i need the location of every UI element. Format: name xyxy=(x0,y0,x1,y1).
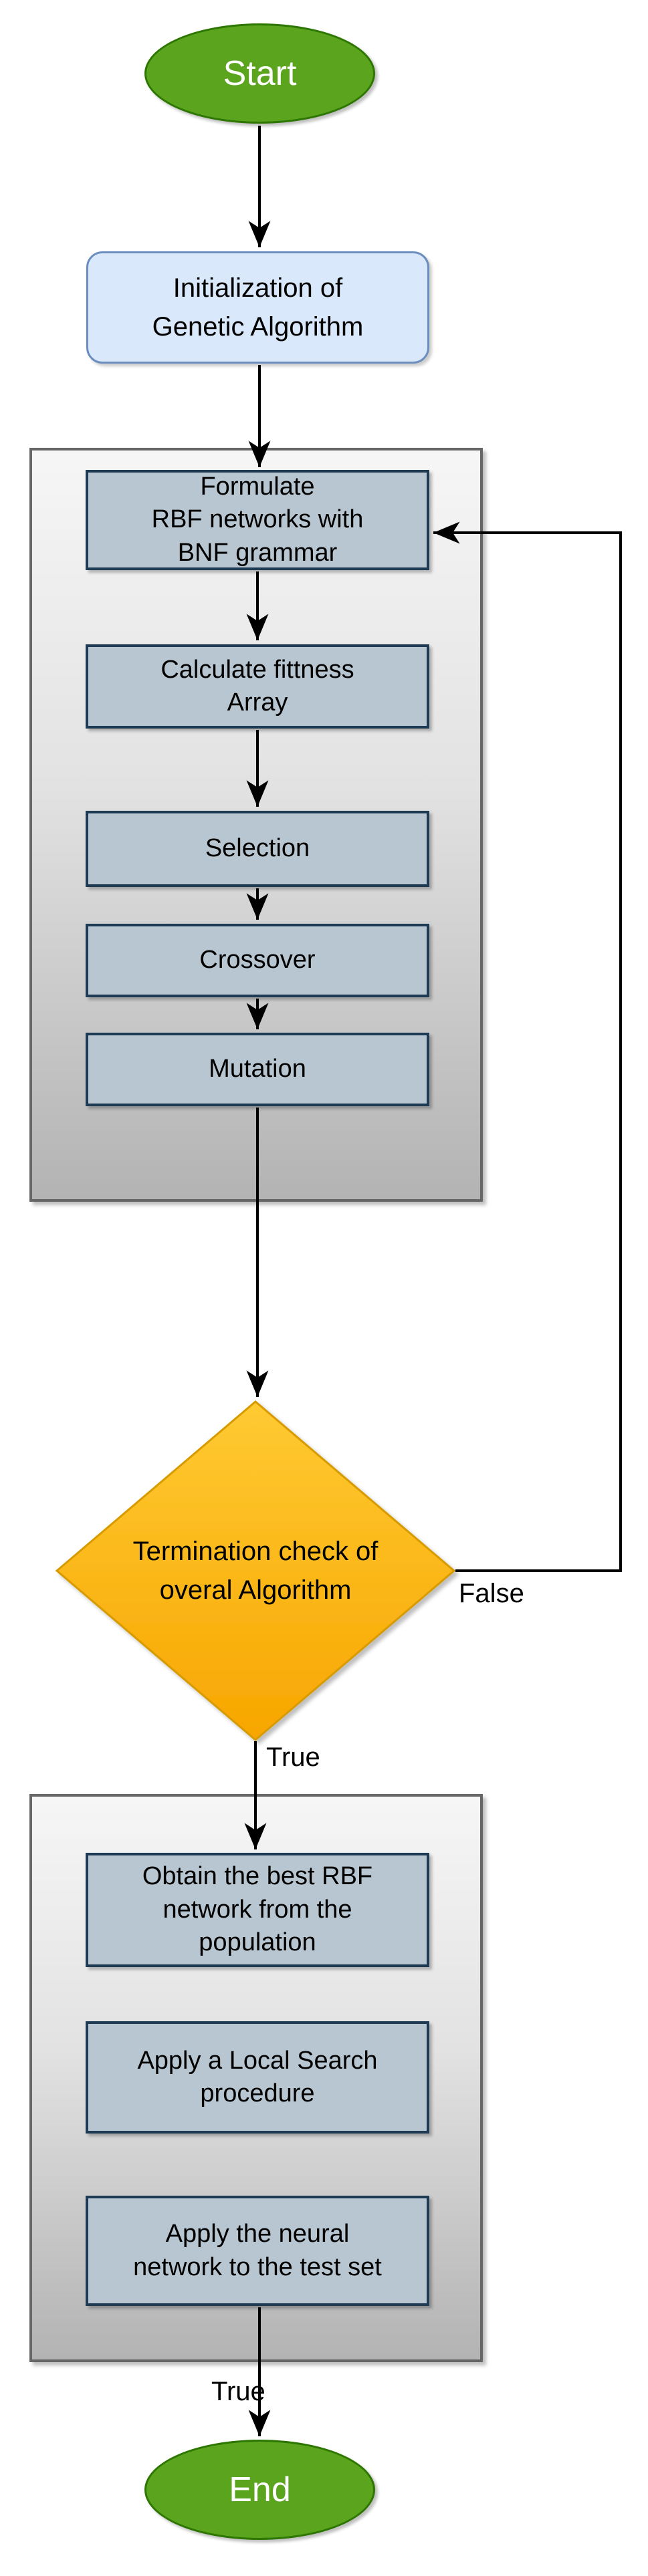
start-label: Start xyxy=(223,54,297,93)
true-final-label: True xyxy=(211,2377,265,2406)
decision-diamond xyxy=(55,1400,456,1741)
step-calculate-fitness: Calculate fittness Array xyxy=(86,644,429,729)
end-node: End xyxy=(144,2440,375,2540)
end-label: End xyxy=(229,2470,291,2509)
step-formulate-rbf: Formulate RBF networks with BNF grammar xyxy=(86,470,429,570)
decision-label: Termination check of overal Algorithm xyxy=(132,1537,379,1605)
edge-false-loop xyxy=(433,521,622,1572)
false-branch-label: False xyxy=(459,1579,524,1608)
step-apply-test-set-label: Apply the neural network to the test set xyxy=(133,2220,382,2281)
step-calculate-fitness-label: Calculate fittness Array xyxy=(160,655,354,717)
step-obtain-best-network-label: Obtain the best RBF network from the pop… xyxy=(142,1862,373,1957)
init-genetic-algorithm-node: Initialization of Genetic Algorithm xyxy=(86,251,429,364)
start-node: Start xyxy=(144,23,375,124)
step-formulate-rbf-label: Formulate RBF networks with BNF grammar xyxy=(151,472,364,567)
step-selection: Selection xyxy=(86,811,429,887)
step-mutation: Mutation xyxy=(86,1033,429,1106)
step-local-search: Apply a Local Search procedure xyxy=(86,2021,429,2134)
step-mutation-label: Mutation xyxy=(209,1055,306,1083)
init-label: Initialization of Genetic Algorithm xyxy=(152,273,364,342)
step-selection-label: Selection xyxy=(205,834,310,863)
step-apply-test-set: Apply the neural network to the test set xyxy=(86,2196,429,2306)
step-local-search-label: Apply a Local Search procedure xyxy=(137,2046,378,2107)
step-obtain-best-network: Obtain the best RBF network from the pop… xyxy=(86,1853,429,1967)
true-branch-label: True xyxy=(266,1743,320,1772)
step-crossover-label: Crossover xyxy=(199,946,316,975)
step-crossover: Crossover xyxy=(86,924,429,997)
